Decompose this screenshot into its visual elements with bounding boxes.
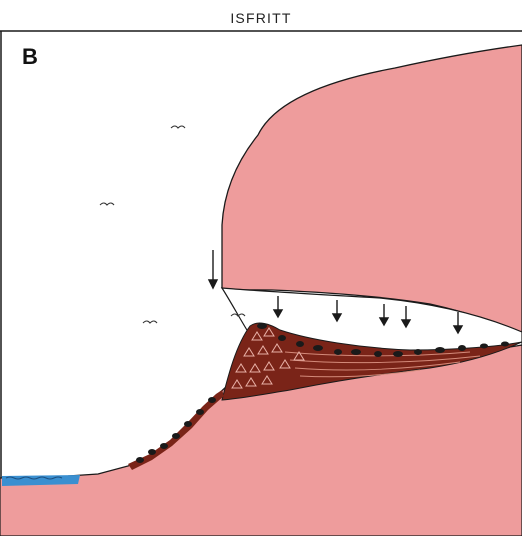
panel-label: B: [22, 44, 38, 70]
bird-icon: [100, 203, 114, 205]
bird-icon: [171, 126, 185, 128]
bird-icon: [143, 321, 157, 323]
